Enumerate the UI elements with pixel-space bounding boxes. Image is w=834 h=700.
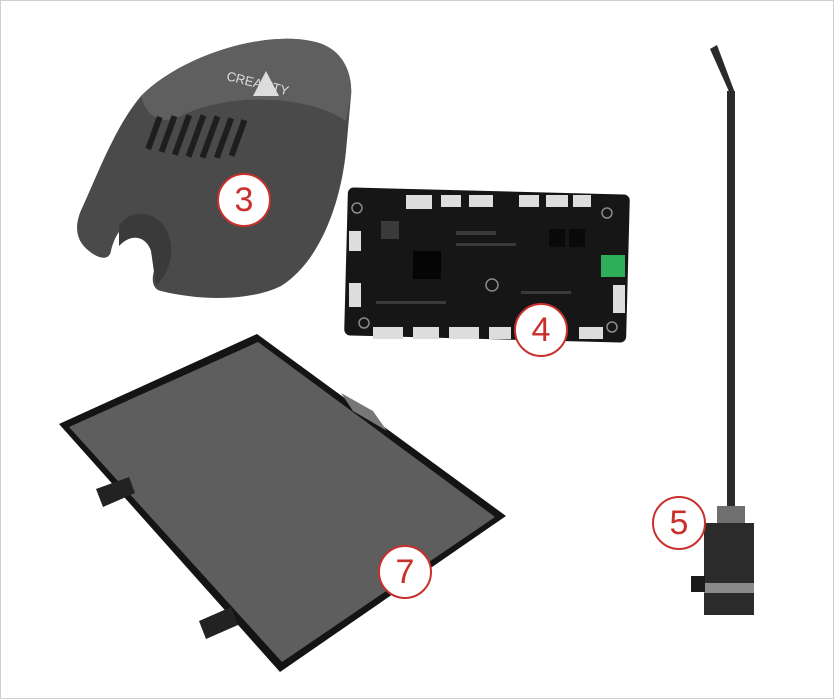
callout-badge-7: 7	[378, 545, 432, 599]
callout-label: 4	[531, 311, 551, 349]
mainboard-icon	[344, 187, 630, 343]
glass-panel-icon	[59, 334, 506, 672]
callout-label: 5	[669, 504, 689, 542]
callout-badge-3: 3	[217, 173, 271, 227]
callout-badge-4: 4	[514, 303, 568, 357]
z-axis-motor-leadscrew-icon	[691, 45, 754, 615]
callout-badge-5: 5	[652, 496, 706, 550]
callout-label: 3	[234, 181, 254, 219]
callout-label: 7	[395, 553, 415, 591]
hood-cover-icon	[77, 38, 352, 298]
